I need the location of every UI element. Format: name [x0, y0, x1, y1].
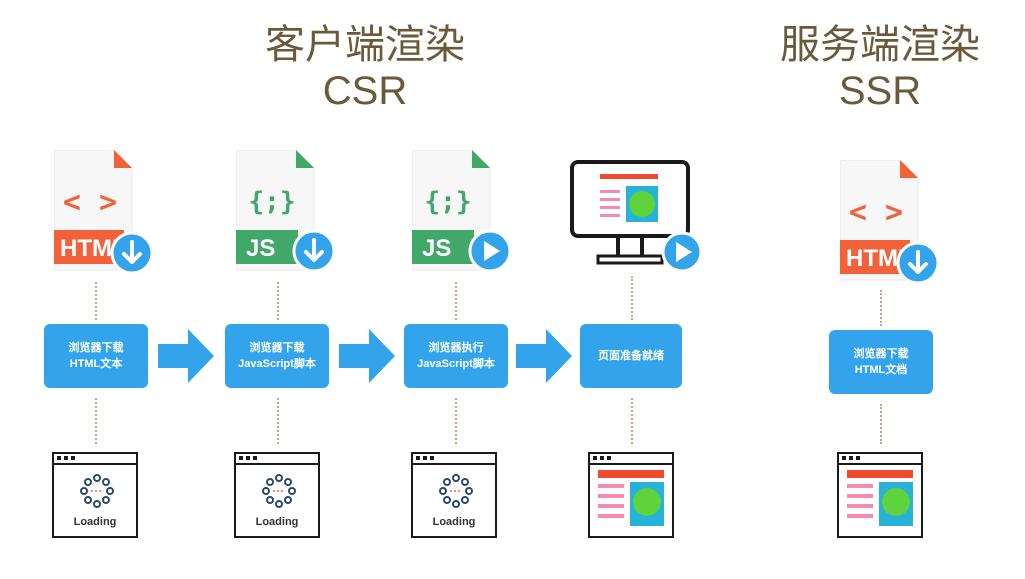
connector-dots	[880, 404, 882, 444]
connector-dots	[880, 290, 882, 326]
js-file-download-icon: {;} JS	[235, 149, 336, 273]
connector-dots	[455, 282, 457, 320]
connector-dots	[277, 398, 279, 444]
loading-spinner-icon	[80, 474, 114, 508]
step-browser-download-html: 浏览器下载 HTML文本	[44, 324, 148, 388]
loading-text: Loading	[73, 516, 117, 528]
loading-text: Loading	[255, 516, 299, 528]
html-code-glyph: < >	[849, 195, 903, 230]
html-code-glyph: < >	[63, 185, 117, 220]
step-line: JavaScript脚本	[417, 358, 495, 370]
ssr-subtitle: SSR	[838, 69, 922, 113]
flow-arrow-icon	[516, 329, 572, 383]
js-code-glyph: {;}	[249, 187, 296, 217]
connector-dots	[95, 282, 97, 320]
step-line: 浏览器下载	[853, 348, 909, 360]
csr-title: 客户端渲染	[265, 22, 465, 68]
monitor-play-icon	[570, 160, 703, 270]
step-line: 浏览器执行	[428, 342, 484, 354]
rendered-page-icon	[598, 470, 664, 526]
step-page-ready: 页面准备就绪	[580, 324, 682, 388]
step-line: 浏览器下载	[249, 342, 305, 354]
rendered-page-browser-window	[588, 452, 674, 538]
loading-spinner-icon	[439, 474, 473, 508]
loading-browser-window: Loading	[234, 452, 320, 538]
js-label: JS	[422, 235, 451, 262]
loading-browser-window: Loading	[52, 452, 138, 538]
connector-dots	[455, 398, 457, 444]
connector-dots	[277, 282, 279, 320]
html-file-download-icon: < > HTML	[53, 149, 154, 275]
step-browser-execute-js: 浏览器执行 JavaScript脚本	[404, 324, 508, 388]
ssr-rendered-page-browser-window	[837, 452, 923, 538]
ssr-title-block: 服务端渲染 SSR	[760, 22, 1000, 114]
loading-spinner-icon	[262, 474, 296, 508]
step-line: 浏览器下载	[68, 342, 124, 354]
step-ssr-browser-download-html: 浏览器下载 HTML文档	[829, 330, 933, 394]
step-line: HTML文档	[854, 364, 908, 376]
connector-dots	[631, 398, 633, 444]
flow-arrow-icon	[339, 329, 395, 383]
csr-title-block: 客户端渲染 CSR	[240, 22, 490, 114]
loading-browser-window: Loading	[411, 452, 497, 538]
js-file-execute-icon: {;} JS	[411, 149, 512, 273]
js-code-glyph: {;}	[425, 187, 472, 217]
step-browser-download-js: 浏览器下载 JavaScript脚本	[225, 324, 329, 388]
ssr-title: 服务端渲染	[780, 22, 980, 68]
connector-dots	[95, 398, 97, 444]
csr-subtitle: CSR	[322, 69, 408, 113]
step-line: 页面准备就绪	[598, 350, 664, 362]
js-label: JS	[246, 235, 275, 262]
step-line: HTML文本	[69, 358, 123, 370]
rendered-page-icon	[847, 470, 913, 526]
connector-dots	[631, 276, 633, 320]
loading-text: Loading	[432, 516, 476, 528]
flow-arrow-icon	[158, 329, 214, 383]
step-line: JavaScript脚本	[238, 358, 316, 370]
ssr-html-file-download-icon: < > HTML	[839, 159, 940, 285]
